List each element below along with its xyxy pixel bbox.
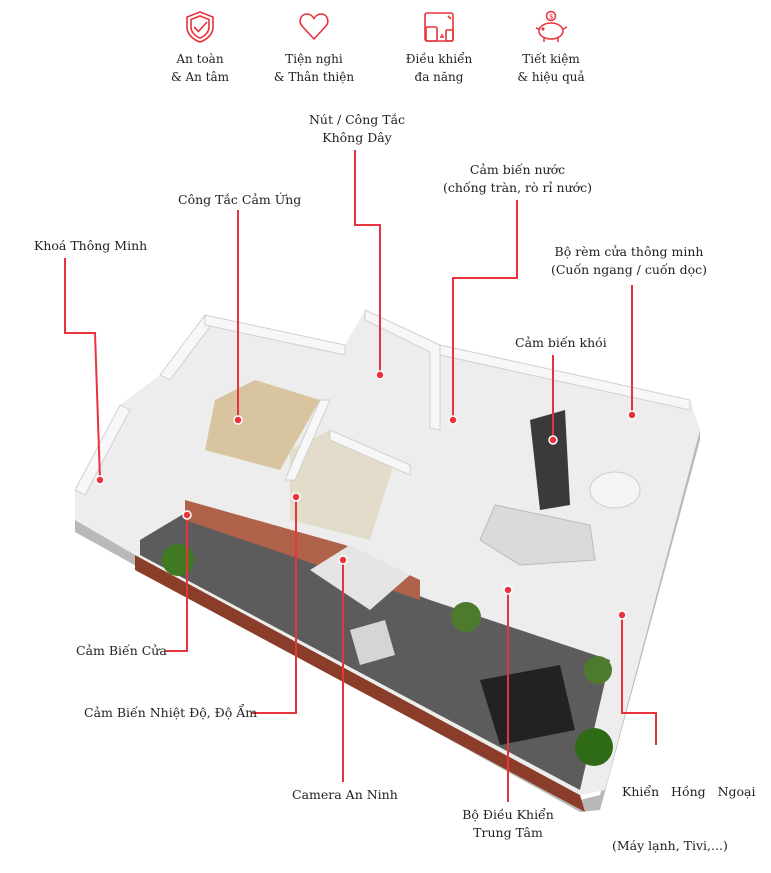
- label-door-sensor: Cảm Biến Cửa: [76, 643, 167, 658]
- leader-temp-sensor: [252, 497, 297, 714]
- sensor-dot-smart-lock: [95, 475, 105, 485]
- feature-line1: Tiện nghi: [285, 52, 343, 66]
- plant: [584, 656, 612, 684]
- leader-smart-lock: [64, 258, 101, 481]
- terrace-dining-table: [480, 665, 575, 745]
- feature-safety: An toàn & An tâm: [140, 10, 260, 86]
- plant: [162, 544, 194, 576]
- label-smart-lock: Khoá Thông Minh: [34, 238, 148, 253]
- label-line2: Không Dây: [322, 130, 392, 145]
- sensor-dot-touch-switch: [233, 415, 243, 425]
- feature-line1: An toàn: [176, 52, 224, 66]
- label-line2: (Cuốn ngang / cuốn dọc): [550, 262, 707, 277]
- plant: [451, 602, 481, 632]
- sensor-dot-temp: [291, 492, 301, 502]
- feature-comfort: Tiện nghi & Thân thiện: [254, 10, 374, 86]
- sofa: [479, 504, 596, 566]
- label-line2: (chống tràn, rò rỉ nước): [443, 180, 592, 195]
- label-line1: Bộ Điều Khiển: [462, 807, 554, 822]
- feature-control: Điều khiển đa năng: [379, 10, 499, 86]
- leader-wireless-switch: [354, 150, 381, 375]
- feature-savings: $ Tiết kiệm & hiệu quả: [491, 10, 611, 86]
- terrace-lounge-chair: [310, 545, 410, 610]
- plant: [575, 728, 613, 766]
- label-ir-controller: Khiển Hồng Ngoại (Máy lạnh, Tivi,...): [612, 747, 755, 873]
- kitchen-island: [530, 410, 570, 510]
- feature-line1: Điều khiển: [405, 52, 473, 66]
- feature-line2: & An tâm: [170, 70, 230, 84]
- sensor-dot-controller: [503, 585, 513, 595]
- label-touch-switch: Công Tắc Cảm Ứng: [178, 192, 302, 207]
- label-smart-curtain: Bộ rèm cửa thông minh (Cuốn ngang / cuốn…: [550, 243, 708, 279]
- piggy-bank-icon: $: [535, 10, 568, 42]
- label-line1: Nút / Công Tắc: [308, 112, 406, 127]
- terrace-chair: [350, 620, 395, 665]
- sensor-dot-ir: [617, 610, 627, 620]
- multi-device-icon: [424, 12, 454, 42]
- label-line1: Cảm biến nước: [469, 162, 566, 177]
- label-wireless-switch: Nút / Công Tắc Không Dây: [300, 111, 414, 147]
- label-smoke-sensor: Cảm biến khói: [515, 335, 607, 350]
- sensor-dot-curtain: [627, 410, 637, 420]
- leader-door-sensor: [165, 515, 188, 652]
- heart-icon: [299, 13, 329, 41]
- label-line1: Khiển Hồng Ngoại: [622, 784, 756, 799]
- sensor-dot-door: [182, 510, 192, 520]
- shield-check-icon: [186, 11, 214, 43]
- bedroom-floor: [205, 380, 320, 470]
- feature-line2: & Thân thiện: [273, 70, 355, 84]
- label-central-controller: Bộ Điều Khiển Trung Tâm: [455, 806, 561, 842]
- leader-ir-controller: [621, 615, 657, 745]
- label-line2: Trung Tâm: [473, 825, 543, 840]
- dining-table: [589, 471, 641, 509]
- svg-text:$: $: [549, 13, 553, 21]
- label-water-sensor: Cảm biến nước (chống tràn, rò rỉ nước): [440, 161, 595, 197]
- label-temp-humidity-sensor: Cảm Biến Nhiệt Độ, Độ Ẩm: [84, 705, 258, 720]
- leader-water-sensor: [452, 200, 518, 420]
- bedroom2-floor: [290, 430, 395, 540]
- label-line2: (Máy lạnh, Tivi,...): [612, 838, 728, 853]
- label-line1: Bộ rèm cửa thông minh: [554, 244, 704, 259]
- feature-line2: đa năng: [414, 70, 464, 84]
- label-security-camera: Camera An Ninh: [292, 787, 398, 802]
- sensor-dot-water: [448, 415, 458, 425]
- sensor-dot-smoke: [548, 435, 558, 445]
- floor-slab-front: [135, 555, 585, 812]
- feature-line2: & hiệu quả: [517, 70, 585, 84]
- feature-line1: Tiết kiệm: [522, 52, 580, 66]
- sensor-dot-wireless-switch: [375, 370, 385, 380]
- sensor-dot-camera: [338, 555, 348, 565]
